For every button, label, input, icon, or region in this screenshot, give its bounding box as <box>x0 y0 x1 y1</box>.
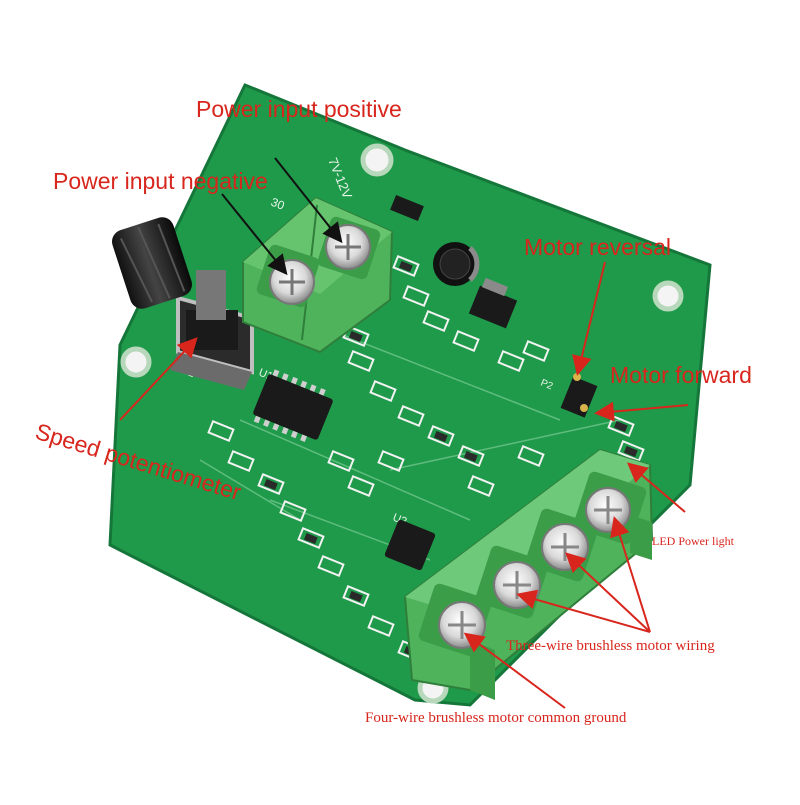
label-motor-forward: Motor forward <box>610 362 752 388</box>
silk-jumper: P2 <box>539 378 555 393</box>
motor-terminal-block <box>403 448 654 700</box>
motor-screw-phase-1 <box>493 561 541 609</box>
label-motor-reversal: Motor reversal <box>524 234 671 260</box>
leader-speed-pot <box>119 337 198 421</box>
leader-phase-3 <box>610 516 651 633</box>
speed-potentiometer <box>112 217 254 390</box>
leader-phase-1 <box>516 589 651 633</box>
leader-motor-reversal <box>572 261 606 376</box>
label-power-positive: Power input positive <box>196 96 402 122</box>
silk-power-pins: 30 <box>269 195 287 213</box>
leader-power-negative <box>221 193 288 276</box>
motor-screw-phase-3 <box>585 487 631 533</box>
label-three-wire: Three-wire brushless motor wiring <box>506 638 715 654</box>
leader-motor-forward <box>594 401 689 422</box>
direction-jumper <box>560 373 598 418</box>
leader-common-ground <box>463 632 566 709</box>
voltage-regulator <box>468 277 518 329</box>
leader-phase-2 <box>565 552 651 633</box>
capacitor-c1 <box>433 242 480 286</box>
annotation-lines <box>119 157 689 709</box>
label-power-negative: Power input negative <box>53 168 268 194</box>
label-four-wire: Four-wire brushless motor common ground <box>365 710 627 726</box>
ic-chip-u2 <box>384 519 436 571</box>
leader-power-positive <box>274 157 343 244</box>
motor-screw-common <box>438 601 486 649</box>
leader-led <box>626 462 686 513</box>
motor-screw-phase-2 <box>541 523 589 571</box>
smd-bodies <box>263 260 638 657</box>
smd-components <box>207 255 645 662</box>
ic-chip-u1 <box>253 369 333 442</box>
label-led-power-light: LED Power light <box>652 534 734 548</box>
diode-d1 <box>390 194 424 222</box>
